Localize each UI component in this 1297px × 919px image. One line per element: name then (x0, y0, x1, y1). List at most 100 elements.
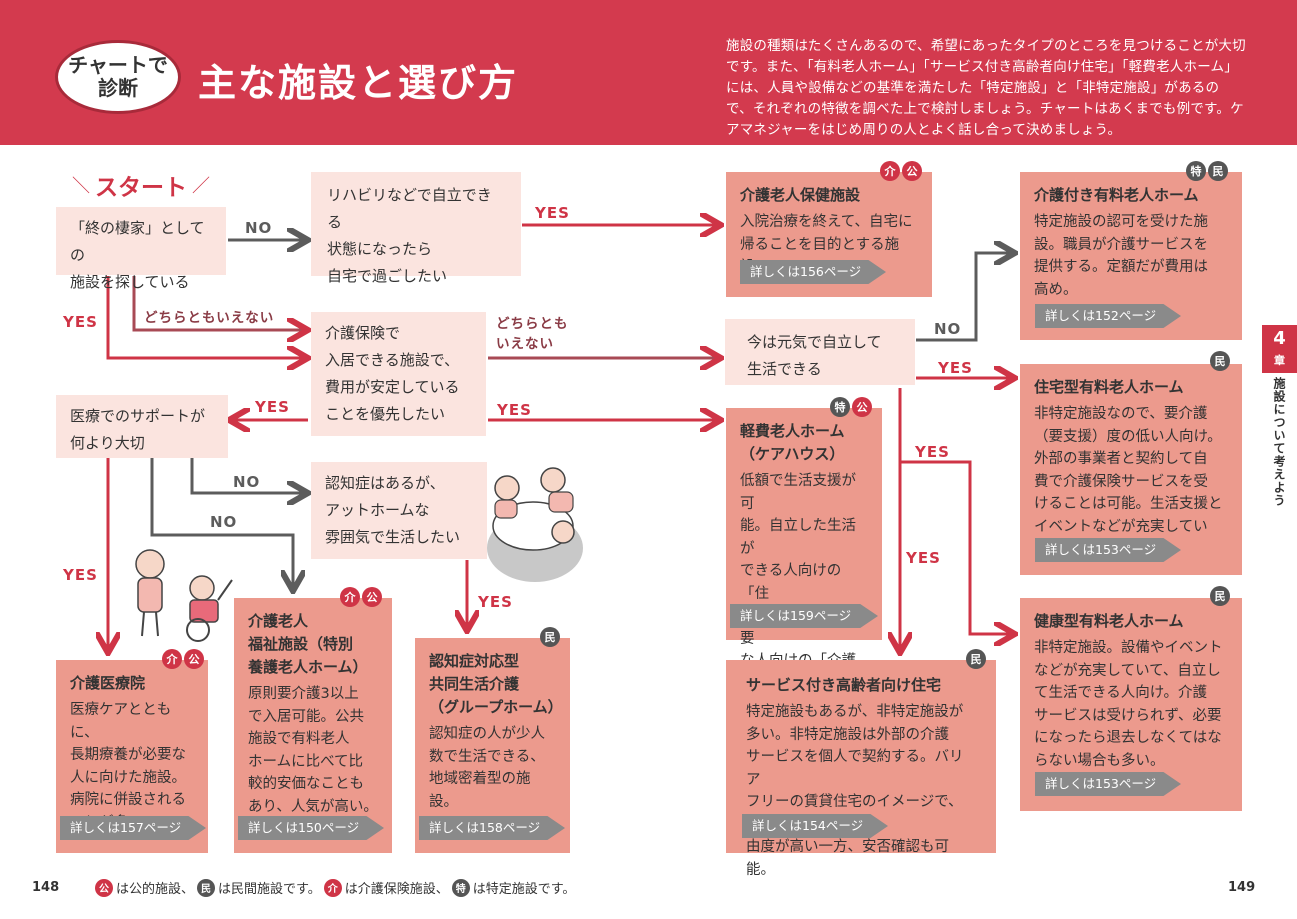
chapter-title: 施設について考えよう (1272, 377, 1286, 507)
tags-kaigo-yuryo: 特 民 (1186, 161, 1228, 181)
result-title: 介護付き有料老人ホーム (1034, 186, 1199, 204)
tags-sakoju: 民 (966, 649, 986, 669)
header-banner (0, 0, 1297, 145)
kaigo-tag-icon: 介 (323, 878, 342, 897)
ref-link-158[interactable]: 詳しくは158ページ (419, 816, 565, 840)
label-yes-4: YES (497, 401, 532, 419)
tokutei-tag-icon: 特 (830, 397, 850, 417)
ref-link-150[interactable]: 詳しくは150ページ (238, 816, 384, 840)
connector-q4-no2 (150, 458, 293, 588)
page-number-left: 148 (32, 880, 60, 895)
result-title: 軽費老人ホーム （ケアハウス） (740, 422, 845, 463)
ref-link-157[interactable]: 詳しくは157ページ (60, 816, 206, 840)
private-tag-icon: 民 (1210, 586, 1230, 606)
legend-kaigo-text: は介護保険施設、 (344, 882, 449, 897)
label-neither-1: どちらともいえない (144, 310, 275, 326)
result-description: 原則要介護3以上 で入居可能。公共 施設で有料老人 ホームに比べて比 較的安価な… (248, 686, 378, 815)
tags-rouken: 介 公 (880, 161, 922, 181)
legend-public-text: は公的施設、 (116, 882, 195, 897)
question-rehab-home: リハビリなどで自立できる 状態になったら 自宅で過ごしたい (311, 172, 521, 285)
result-description: 非特定施設。設備やイベント などが充実していて、自立し て生活できる人向け。介護… (1034, 640, 1223, 769)
ref-link-152[interactable]: 詳しくは152ページ (1035, 304, 1181, 328)
ref-link-153a[interactable]: 詳しくは153ページ (1035, 538, 1181, 562)
kaigo-tag-icon: 介 (340, 587, 360, 607)
result-tokuyo: 介護老人 福祉施設（特別 養護老人ホーム） 原則要介護3以上 で入居可能。公共 … (234, 598, 392, 853)
question-independent: 今は元気で自立して 生活できる (725, 319, 915, 385)
wheelchair-illustration-icon (135, 549, 233, 642)
intro-text: 施設の種類はたくさんあるので、希望にあったタイプのところを見つけることが大切です… (726, 38, 1246, 138)
private-tag-icon: 民 (540, 627, 560, 647)
public-tag-icon: 公 (852, 397, 872, 417)
label-yes-5: YES (63, 566, 98, 584)
result-title: サービス付き高齢者向け住宅 (746, 676, 942, 694)
footer-legend: 公 は公的施設、 民 は民間施設です。 介 は介護保険施設、 特 は特定施設です… (95, 878, 575, 897)
label-no-2: NO (233, 473, 261, 491)
page-number-right: 149 (1228, 880, 1256, 895)
result-description: 非特定施設なので、要介護 （要支援）度の低い人向け。 外部の事業者と契約して自 … (1034, 406, 1223, 557)
private-tag-icon: 民 (197, 878, 216, 897)
chapter-suffix: 章 (1274, 354, 1285, 367)
tags-kenko-yuryo: 民 (1210, 586, 1230, 606)
tags-iryoin: 介 公 (162, 649, 204, 669)
result-title: 認知症対応型 共同生活介護 （グループホーム） (429, 652, 563, 716)
label-no-4: NO (934, 320, 962, 338)
start-label: スタート (95, 175, 187, 201)
label-yes-3: YES (255, 398, 290, 416)
label-yes-1: YES (535, 204, 570, 222)
label-yes-9: YES (906, 549, 941, 567)
result-description: 医療ケアとともに、 長期療養が必要な 人に向けた施設。 病院に併設される ことが… (70, 702, 186, 831)
ref-link-159[interactable]: 詳しくは159ページ (730, 604, 878, 628)
public-tag-icon: 公 (902, 161, 922, 181)
start-decoration-right: ／ (192, 176, 210, 197)
legend-tokutei-text: は特定施設です。 (472, 882, 576, 897)
tags-jutaku-yuryo: 民 (1210, 351, 1230, 371)
private-tag-icon: 民 (966, 649, 986, 669)
start-decoration-left: ＼ (72, 176, 90, 197)
label-yes-8: YES (915, 443, 950, 461)
result-title: 住宅型有料老人ホーム (1034, 378, 1184, 396)
tokutei-tag-icon: 特 (451, 878, 470, 897)
public-tag-icon: 公 (95, 878, 113, 897)
connector-q4-no (190, 458, 305, 493)
chapter-digit: 4 (1273, 328, 1286, 349)
label-neither-2: どちらとも いえない (496, 316, 569, 352)
ref-link-154[interactable]: 詳しくは154ページ (742, 814, 888, 838)
ref-link-153b[interactable]: 詳しくは153ページ (1035, 772, 1181, 796)
kaigo-tag-icon: 介 (880, 161, 900, 181)
public-tag-icon: 公 (184, 649, 204, 669)
connector-q6-no (916, 253, 1012, 342)
connector-q6-yes-branch (900, 460, 1012, 634)
result-title: 介護医療院 (70, 674, 146, 692)
connector-q1-neither (132, 276, 305, 330)
group-table-illustration-icon (487, 467, 583, 582)
tags-tokuyo: 介 公 (340, 587, 382, 607)
label-yes-6: YES (478, 593, 513, 611)
public-tag-icon: 公 (362, 587, 382, 607)
tags-keihi: 特 公 (830, 397, 872, 417)
label-no-1: NO (245, 219, 273, 237)
result-title: 介護老人保健施設 (740, 186, 861, 204)
question-dementia-home: 認知症はあるが、 アットホームな 雰囲気で生活したい (311, 462, 487, 559)
question-medical-support: 医療でのサポートが 何より大切 (56, 395, 228, 458)
result-keihi: 軽費老人ホーム （ケアハウス） 低額で生活支援が可 能。自立した生活が できる人… (726, 408, 882, 714)
kaigo-tag-icon: 介 (162, 649, 182, 669)
result-description: 特定施設もあるが、非特定施設が 多い。非特定施設は外部の介護 サービスを個人で契… (746, 704, 964, 878)
question-final-home: 「終の棲家」としての 施設を探している (56, 207, 226, 291)
legend-private-text: は民間施設です。 (218, 882, 321, 897)
ref-link-156[interactable]: 詳しくは156ページ (740, 260, 886, 284)
result-description: 認知症の人が少人 数で生活できる、 地域密着型の施 設。 (429, 726, 545, 810)
result-title: 健康型有料老人ホーム (1034, 612, 1184, 630)
private-tag-icon: 民 (1210, 351, 1230, 371)
page-title: 主な施設と選び方 (198, 61, 519, 105)
tags-group-home: 民 (540, 627, 560, 647)
connector-q1-yes (106, 276, 305, 358)
question-insurance-cost: 介護保険で 入居できる施設で、 費用が安定している ことを優先したい (311, 312, 486, 436)
chart-badge: チャートで 診断 (55, 40, 181, 114)
label-yes-7: YES (938, 359, 973, 377)
private-tag-icon: 民 (1208, 161, 1228, 181)
tokutei-tag-icon: 特 (1186, 161, 1206, 181)
result-title: 介護老人 福祉施設（特別 養護老人ホーム） (248, 612, 368, 676)
